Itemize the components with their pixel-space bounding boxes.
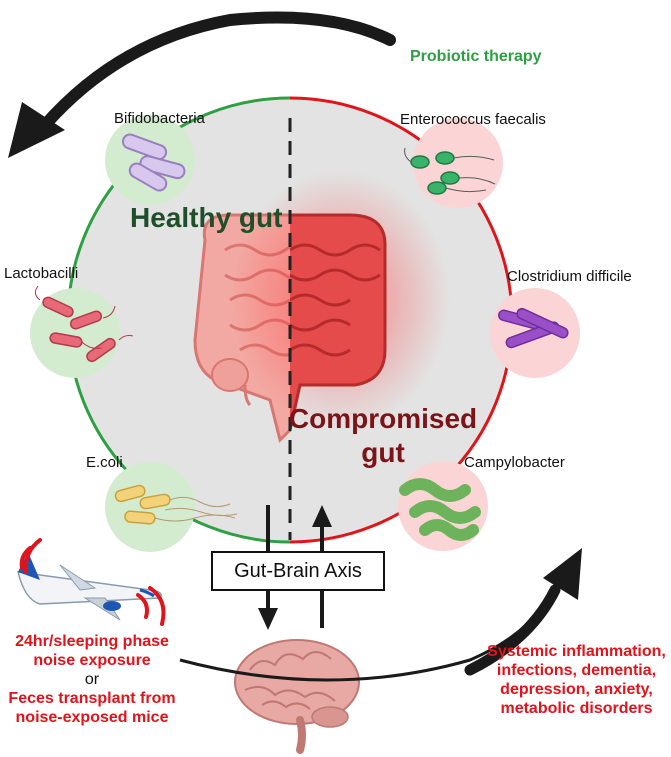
down-arrow-head xyxy=(258,608,278,630)
compromised-title-line1: Compromised xyxy=(288,403,478,434)
probiotic-therapy-label: Probiotic therapy xyxy=(410,48,542,65)
airplane-icon xyxy=(17,552,162,621)
cause-line2: noise exposure xyxy=(33,652,151,669)
probiotic-arrow xyxy=(39,11,396,131)
ecoli-label: E.coli xyxy=(86,454,123,471)
cause-line4: noise-exposed mice xyxy=(15,709,169,726)
enterococcus-label: Enterococcus faecalis xyxy=(400,111,546,128)
sound-wave-icon xyxy=(19,538,166,626)
up-arrow-head xyxy=(312,505,332,527)
ecoli-icon xyxy=(114,484,238,525)
healthy-gut-title: Healthy gut xyxy=(130,202,283,233)
effect-line-2: infections, dementia, xyxy=(496,662,657,679)
compromised-title-line2: gut xyxy=(361,437,405,468)
effect-line-3: depression, anxiety, xyxy=(500,681,653,698)
lactobacilli-label: Lactobacilli xyxy=(4,265,79,282)
effects-arrowhead xyxy=(543,548,582,600)
bifidobacteria-label: Bifidobacteria xyxy=(114,110,205,127)
effect-line-4: metabolic disorders xyxy=(500,700,653,717)
bifidobacteria-icon xyxy=(121,133,186,192)
clostridium-icon xyxy=(497,307,569,349)
gut-brain-axis-box: Gut-Brain Axis xyxy=(211,551,385,591)
compromised-gut-title: Compromised gut xyxy=(288,402,478,470)
effect-line-1: Systemic inflammation, xyxy=(487,643,666,660)
brain-icon xyxy=(234,639,360,754)
enterococcus-icon xyxy=(404,147,496,195)
campylobacter-icon xyxy=(399,478,481,541)
cause-line1: 24hr/sleeping phase xyxy=(15,633,169,650)
inflamed-intestine-icon xyxy=(290,213,387,433)
effects-arrow xyxy=(464,584,561,676)
campylobacter-label: Campylobacter xyxy=(464,454,565,471)
clostridium-label: Clostridium difficile xyxy=(507,268,632,285)
cause-or: or xyxy=(84,671,100,688)
noise-cause-text: 24hr/sleeping phase noise exposure or Fe… xyxy=(4,632,180,727)
lactobacilli-icon xyxy=(34,285,134,363)
systemic-effects-text: Systemic inflammation, infections, demen… xyxy=(482,642,671,718)
probiotic-arrowhead xyxy=(8,102,65,158)
cause-line3: Feces transplant from xyxy=(8,690,176,707)
